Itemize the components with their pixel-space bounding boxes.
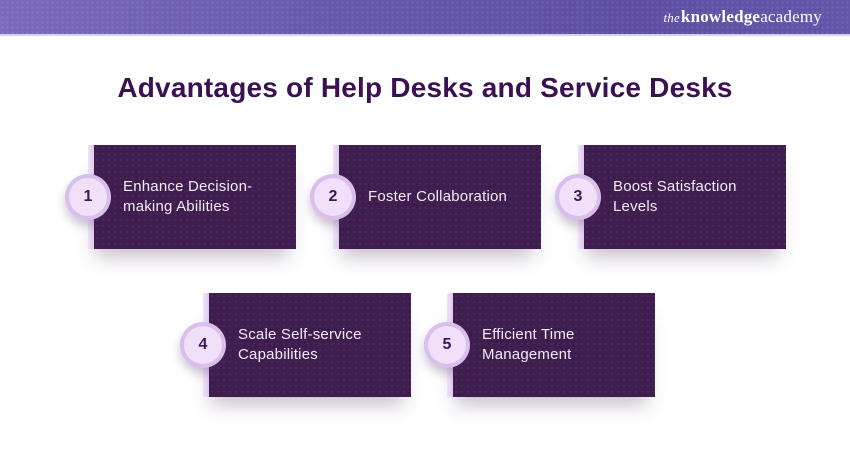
logo-knowledge: knowledge	[680, 7, 761, 26]
advantage-label-1: Enhance Decision- making Abilities	[123, 178, 253, 215]
number-badge-4: 4	[180, 322, 226, 368]
page-title: Advantages of Help Desks and Service Des…	[117, 72, 733, 103]
advantage-label-2: Foster Collaboration	[368, 188, 508, 205]
advantage-label-5: Efficient Time Management	[482, 326, 575, 363]
logo-academy: academy	[760, 7, 822, 26]
advantage-label-4: Scale Self-service Capabilities	[238, 326, 362, 363]
advantage-card-3: 3 Boost Satisfaction Levels	[555, 145, 786, 249]
knowledge-academy-logo: theknowledgeacademy	[663, 7, 822, 27]
advantage-card-2: 2 Foster Collaboration	[310, 145, 541, 249]
advantage-card-1: 1 Enhance Decision- making Abilities	[65, 145, 296, 249]
advantage-card-5: 5 Efficient Time Management	[424, 293, 655, 397]
number-badge-1: 1	[65, 174, 111, 220]
top-banner: theknowledgeacademy	[0, 0, 850, 36]
advantage-card-4: 4 Scale Self-service Capabilities	[180, 293, 411, 397]
logo-the: the	[663, 10, 680, 25]
number-badge-5: 5	[424, 322, 470, 368]
advantage-label-3: Boost Satisfaction Levels	[613, 178, 737, 215]
number-badge-3: 3	[555, 174, 601, 220]
number-badge-2: 2	[310, 174, 356, 220]
